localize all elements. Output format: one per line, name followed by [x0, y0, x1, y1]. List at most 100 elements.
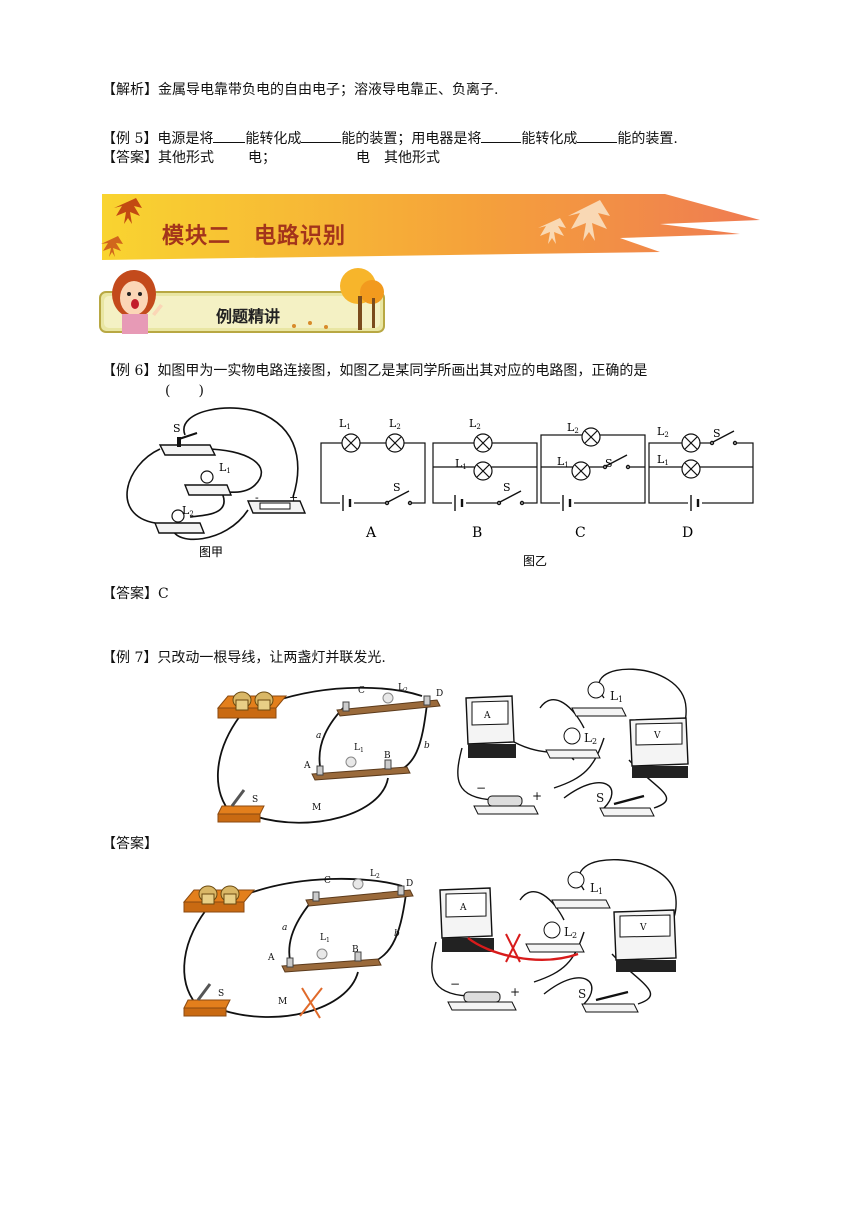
ex6-tag: 【例 6】: [102, 363, 158, 379]
ex6-bracket: ( ): [165, 383, 204, 399]
svg-text:S: S: [218, 989, 224, 999]
svg-text:b: b: [394, 929, 400, 939]
svg-text:L1: L1: [354, 743, 364, 754]
label-d-s: S: [713, 427, 721, 440]
answer-5: 【答案】其他形式电；电其他形式: [102, 148, 440, 168]
svg-text:A: A: [303, 761, 311, 771]
ex5-part4: 能转化成: [521, 131, 578, 147]
label-l1: L1: [219, 461, 231, 475]
module-banner: [101, 194, 760, 260]
answer-6: 【答案】C: [102, 584, 169, 604]
option-b: B: [472, 525, 482, 541]
maple-leaf-icon: [114, 198, 142, 224]
label-c-l2: L2: [567, 421, 579, 435]
label-a-l2: L2: [389, 417, 401, 431]
svg-text:L1: L1: [590, 881, 603, 896]
svg-text:a: a: [282, 923, 287, 933]
label-d-l2: L2: [657, 425, 669, 439]
maple-leaf-icon: [101, 236, 123, 257]
example-5: 【例 5】电源是将能转化成能的装置；用电器是将能转化成能的装置.: [102, 128, 678, 149]
board-top: [305, 878, 414, 907]
svg-text:L2: L2: [398, 683, 408, 694]
label-b-l2: L2: [469, 417, 481, 431]
label-c-s: S: [605, 457, 613, 470]
bulb-l1-icon: [551, 871, 611, 909]
ex5-part1: 电源是将: [157, 131, 214, 147]
autumn-tree-icon: [340, 268, 384, 330]
svg-text:C: C: [358, 686, 365, 696]
svg-text:+: +: [510, 985, 520, 999]
voltmeter-icon: V: [613, 909, 677, 972]
examples-header: [99, 268, 385, 334]
ans5-a1: 其他形式: [158, 150, 214, 166]
ans5-a2: 电；: [248, 150, 276, 166]
svg-text:D: D: [406, 879, 413, 889]
leaf-dots: [292, 321, 328, 329]
ans6-text: C: [158, 586, 169, 602]
module-title: 模块二 电路识别: [162, 224, 347, 249]
svg-text:A: A: [459, 903, 467, 913]
ex5-blank-2: [301, 128, 342, 143]
ans7-figure-left: C L2 D a b L1 A B S M: [182, 869, 414, 1019]
svg-text:M: M: [312, 803, 321, 813]
ex5-blank-4: [577, 128, 618, 143]
label-b-s: S: [503, 481, 511, 494]
board-bottom: [281, 948, 382, 973]
bulb-l1-icon: [571, 681, 627, 717]
answer-7: 【答案】: [102, 834, 158, 854]
label-minus: -: [255, 491, 259, 504]
svg-text:a: a: [316, 731, 321, 741]
red-cross-icon: [505, 933, 521, 963]
ans7-tag: 【答案】: [102, 836, 158, 852]
svg-text:L1: L1: [320, 933, 330, 944]
switch-icon: [599, 794, 655, 817]
battery-holder: [182, 885, 256, 913]
figure-jia-caption: 图甲: [199, 545, 223, 559]
ex6-question: 如图甲为一实物电路连接图，如图乙是某同学所画出其对应的电路图，正确的是: [157, 363, 648, 379]
battery-icon: [447, 991, 517, 1011]
ex5-blank-3: [481, 128, 522, 143]
board-top: [336, 692, 441, 717]
label-d-l1: L1: [657, 453, 669, 467]
svg-text:A: A: [267, 953, 275, 963]
svg-text:V: V: [639, 923, 647, 933]
battery-box: [246, 500, 307, 514]
board-bottom: [311, 756, 411, 781]
switch-board: [158, 432, 217, 456]
ex5-part3: 能的装置；用电器是将: [341, 131, 482, 147]
svg-text:b: b: [424, 741, 430, 751]
figure-yi: L1 L2 S L2 L1 S L2 L1 S L2 L1 S A B C D …: [320, 417, 754, 568]
switch-base: [183, 983, 231, 1017]
ans5-a3: 电: [356, 150, 370, 166]
svg-text:B: B: [384, 751, 391, 761]
svg-text:L2: L2: [584, 731, 597, 746]
ex7-tag: 【例 7】: [102, 650, 158, 666]
example-6-line1: 【例 6】如图甲为一实物电路连接图，如图乙是某同学所画出其对应的电路图，正确的是: [102, 361, 647, 381]
battery-icon: [473, 795, 539, 815]
ans7-figure-right: A V L1 L2 − + S: [431, 858, 677, 1013]
bulb-board-l2: [153, 509, 206, 534]
svg-text:A: A: [483, 711, 491, 721]
analysis-line: 【解析】金属导电靠带负电的自由电子；溶液导电靠正、负离子.: [102, 80, 498, 100]
bulb-board-l1: [183, 470, 233, 496]
option-c: C: [575, 525, 586, 541]
switch-base: [217, 789, 265, 823]
voltmeter-icon: V: [629, 717, 689, 778]
label-a-l1: L1: [339, 417, 351, 431]
svg-text:V: V: [653, 731, 661, 741]
example-7: 【例 7】只改动一根导线，让两盏灯并联发光.: [102, 648, 386, 668]
ammeter-icon: A: [439, 887, 494, 952]
ans5-tag: 【答案】: [102, 150, 158, 166]
svg-text:D: D: [436, 689, 443, 699]
examples-header-title: 例题精讲: [216, 307, 281, 326]
label-s: S: [173, 422, 181, 435]
svg-text:C: C: [324, 876, 331, 886]
svg-text:L1: L1: [610, 689, 623, 704]
ex5-tag: 【例 5】: [102, 131, 158, 147]
figure-yi-caption: 图乙: [523, 554, 547, 568]
option-a: A: [365, 525, 377, 541]
svg-text:B: B: [352, 945, 359, 955]
label-plus: +: [289, 491, 298, 504]
analysis-tag: 【解析】: [102, 82, 158, 98]
cross-mark-icon: [299, 987, 323, 1019]
